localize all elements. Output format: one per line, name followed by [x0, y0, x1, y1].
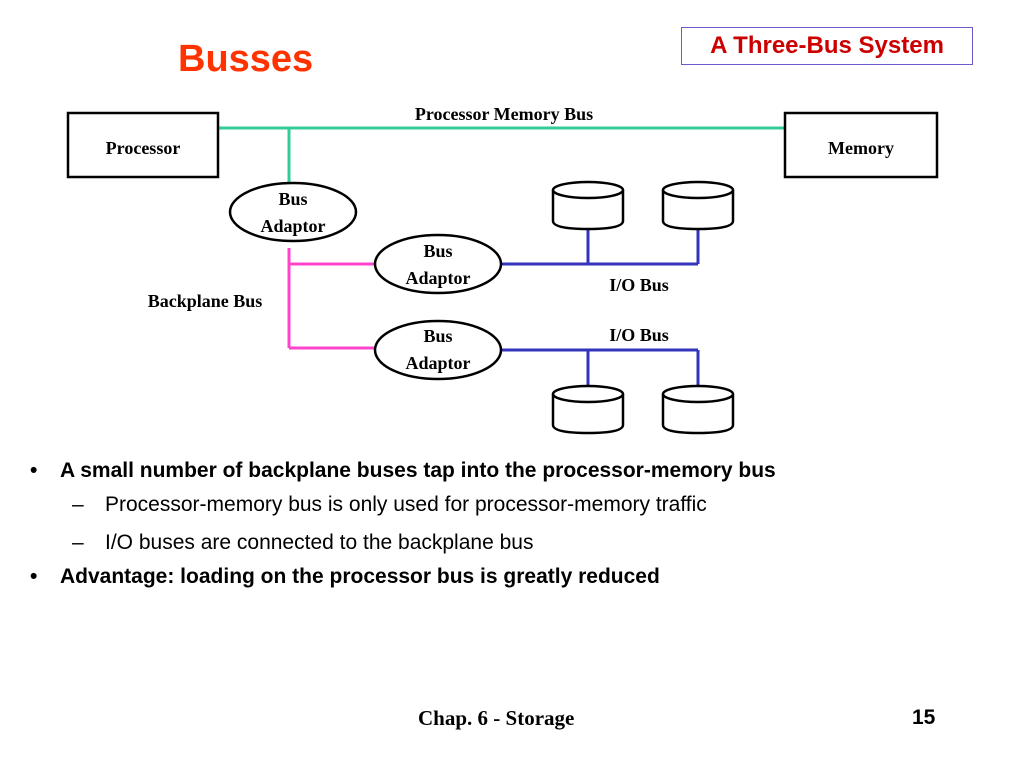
bullet-marker: •	[30, 565, 38, 588]
slide-title: Busses	[178, 38, 314, 80]
sub-bullet-marker: –	[72, 493, 84, 516]
bus-adaptor-mid-line2: Adaptor	[405, 268, 470, 288]
bullet-text: A small number of backplane buses tap in…	[60, 459, 776, 482]
bullet-marker: •	[30, 459, 38, 482]
memory-box	[783, 111, 939, 179]
memory-label: Memory	[828, 138, 894, 158]
slide-subtitle: A Three-Bus System	[681, 27, 973, 65]
bus-adaptor-top-line2: Adaptor	[260, 216, 325, 236]
bus-adaptor-bottom	[373, 319, 503, 381]
processor-box	[66, 111, 220, 179]
disk-icon	[661, 180, 735, 231]
disk-icon	[661, 384, 735, 435]
processor-label: Processor	[106, 138, 181, 158]
disk-icon	[551, 384, 625, 435]
bus-adaptor-top	[228, 181, 358, 243]
sub-bullet-marker: –	[72, 531, 84, 554]
bullet-text: Advantage: loading on the processor bus …	[60, 565, 660, 588]
bus-adaptor-bottom-line2: Adaptor	[405, 353, 470, 373]
io-bus-label-top: I/O Bus	[609, 275, 669, 295]
bus-adaptor-mid-line1: Bus	[423, 241, 452, 261]
sub-bullet-item: – Processor-memory bus is only used for …	[30, 486, 990, 524]
sub-bullet-item: – I/O buses are connected to the backpla…	[30, 524, 990, 562]
bus-adaptor-top-line1: Bus	[278, 189, 307, 209]
sub-bullet-text: Processor-memory bus is only used for pr…	[105, 493, 707, 516]
bus-adaptor-mid	[373, 233, 503, 295]
bullet-item: • A small number of backplane buses tap …	[30, 456, 990, 486]
bullet-list: • A small number of backplane buses tap …	[30, 456, 990, 592]
bus-adaptor-bottom-line1: Bus	[423, 326, 452, 346]
backplane-bus-label: Backplane Bus	[148, 291, 263, 311]
sub-bullet-text: I/O buses are connected to the backplane…	[105, 531, 534, 554]
page-number: 15	[912, 706, 936, 729]
three-bus-diagram: Processor Memory Processor Memory Bus Bu…	[66, 104, 939, 435]
disk-icon	[551, 180, 625, 231]
footer-chapter: Chap. 6 - Storage	[418, 706, 575, 730]
bullet-item: • Advantage: loading on the processor bu…	[30, 562, 990, 592]
processor-memory-bus-label: Processor Memory Bus	[415, 104, 593, 124]
io-bus-label-bottom: I/O Bus	[609, 325, 669, 345]
